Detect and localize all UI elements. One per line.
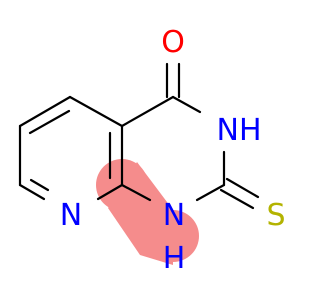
bond-c5-c6-inner — [28, 109, 71, 135]
bond-n1-c8a — [120, 183, 152, 202]
bond-c2-s-b — [225, 177, 260, 199]
atom-label-sulfur: S — [266, 198, 285, 233]
atom-label-n3h: NH — [217, 113, 262, 148]
bond-c7-n8-inner — [29, 178, 50, 192]
bonds — [18, 62, 260, 210]
atom-label-n1-hydrogen: H — [163, 241, 186, 276]
bond-n8-c8a — [96, 183, 124, 201]
atom-labels: O NH S N N H — [60, 25, 286, 276]
highlight-region — [96, 159, 199, 265]
bond-c2-s-a — [219, 188, 255, 210]
atom-label-n1: N — [163, 198, 185, 233]
bond-c4-n3 — [171, 95, 202, 114]
highlight-bridge — [108, 162, 173, 265]
bond-c4a-c4 — [120, 95, 175, 128]
bond-c5-c6 — [18, 95, 72, 128]
bond-c7-n8 — [18, 183, 46, 201]
atom-label-oxygen: O — [161, 25, 185, 60]
molecule-structure-diagram: O NH S N N H — [18, 25, 286, 276]
bond-c4a-c5 — [68, 95, 124, 128]
atom-label-ring-nitrogen: N — [60, 198, 82, 233]
bond-c2-n1 — [195, 183, 226, 202]
